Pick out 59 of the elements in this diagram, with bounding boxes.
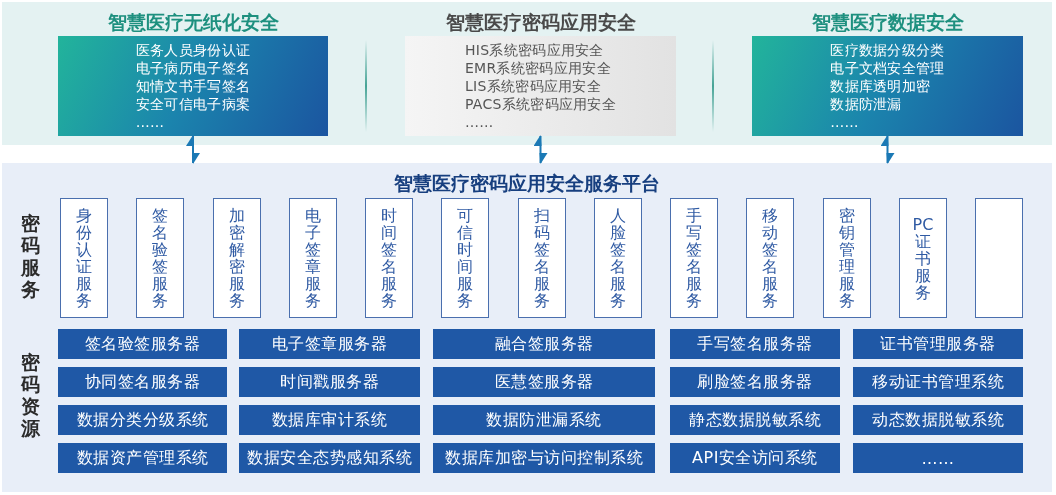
- resource-box: 协同签名服务器: [58, 367, 227, 397]
- resource-box: 时间戳服务器: [239, 367, 420, 397]
- service-box: PC证书服务: [899, 198, 947, 318]
- service-box: 电子签章服务: [289, 198, 337, 318]
- list-item: 医疗数据分级分类: [830, 41, 945, 59]
- service-box: 签名验签服务: [136, 198, 184, 318]
- resource-box: 静态数据脱敏系统: [670, 405, 840, 435]
- resource-box: 电子签章服务器: [239, 329, 420, 359]
- list-item: HIS系统密码应用安全: [464, 41, 604, 59]
- list-item: 数据库透明加密: [830, 77, 931, 95]
- list-item: 电子病历电子签名: [135, 59, 251, 77]
- service-box: 可信时间服务: [441, 198, 489, 318]
- resource-box: 融合签服务器: [433, 329, 655, 359]
- resource-box: 数据库审计系统: [239, 405, 420, 435]
- service-box: 人脸签名服务: [594, 198, 642, 318]
- row-label: 密码资源: [20, 351, 41, 439]
- list-item: ……: [135, 113, 165, 131]
- service-box: 扫码签名服务: [518, 198, 566, 318]
- resource-box: 医慧签服务器: [433, 367, 655, 397]
- resource-box: 手写签名服务器: [670, 329, 840, 359]
- section-title: 智慧医疗数据安全: [811, 10, 964, 34]
- row-label: 密码服务: [20, 212, 41, 300]
- resource-box: 移动证书管理系统: [853, 367, 1023, 397]
- section-title: 智慧医疗无纸化安全: [107, 10, 279, 34]
- platform-panel: [2, 163, 1052, 492]
- double-headed-arrow: [533, 135, 548, 164]
- list-item: 电子文档安全管理: [830, 59, 945, 77]
- resource-box: ……: [853, 443, 1023, 473]
- list-item: 数据防泄漏: [830, 95, 902, 113]
- service-box: 时间签名服务: [365, 198, 413, 318]
- resource-box: 刷脸签名服务器: [670, 367, 840, 397]
- resource-box: 数据资产管理系统: [58, 443, 227, 473]
- resource-box: 动态数据脱敏系统: [853, 405, 1023, 435]
- resource-box: 证书管理服务器: [853, 329, 1023, 359]
- double-headed-arrow: [880, 135, 895, 164]
- empty-box: [975, 198, 1023, 318]
- resource-box: 数据分类分级系统: [58, 405, 227, 435]
- service-box: 密钥管理服务: [823, 198, 871, 318]
- section-title: 智慧医疗密码应用安全: [445, 10, 636, 34]
- double-headed-arrow: [186, 135, 200, 164]
- list-item: LIS系统密码应用安全: [464, 77, 602, 95]
- service-box: 身份认证服务: [60, 198, 108, 318]
- list-item: 知情文书手写签名: [135, 77, 251, 95]
- list-item: ……: [464, 113, 494, 131]
- service-box: 移动签名服务: [746, 198, 794, 318]
- resource-box: 数据防泄漏系统: [433, 405, 655, 435]
- platform-title: 智慧医疗密码应用安全服务平台: [394, 171, 660, 195]
- resource-box: 数据库加密与访问控制系统: [433, 443, 655, 473]
- list-item: PACS系统密码应用安全: [464, 95, 617, 113]
- service-box: 加密解密服务: [213, 198, 261, 318]
- list-item: EMR系统密码应用安全: [464, 59, 611, 77]
- resource-box: 签名验签服务器: [58, 329, 227, 359]
- top-band: [2, 2, 1052, 145]
- list-item: 医务人员身份认证: [135, 41, 251, 59]
- resource-box: API安全访问系统: [670, 443, 840, 473]
- list-item: 安全可信电子病案: [135, 95, 251, 113]
- resource-box: 数据安全态势感知系统: [239, 443, 420, 473]
- list-item: ……: [830, 113, 859, 131]
- service-box: 手写签名服务: [670, 198, 718, 318]
